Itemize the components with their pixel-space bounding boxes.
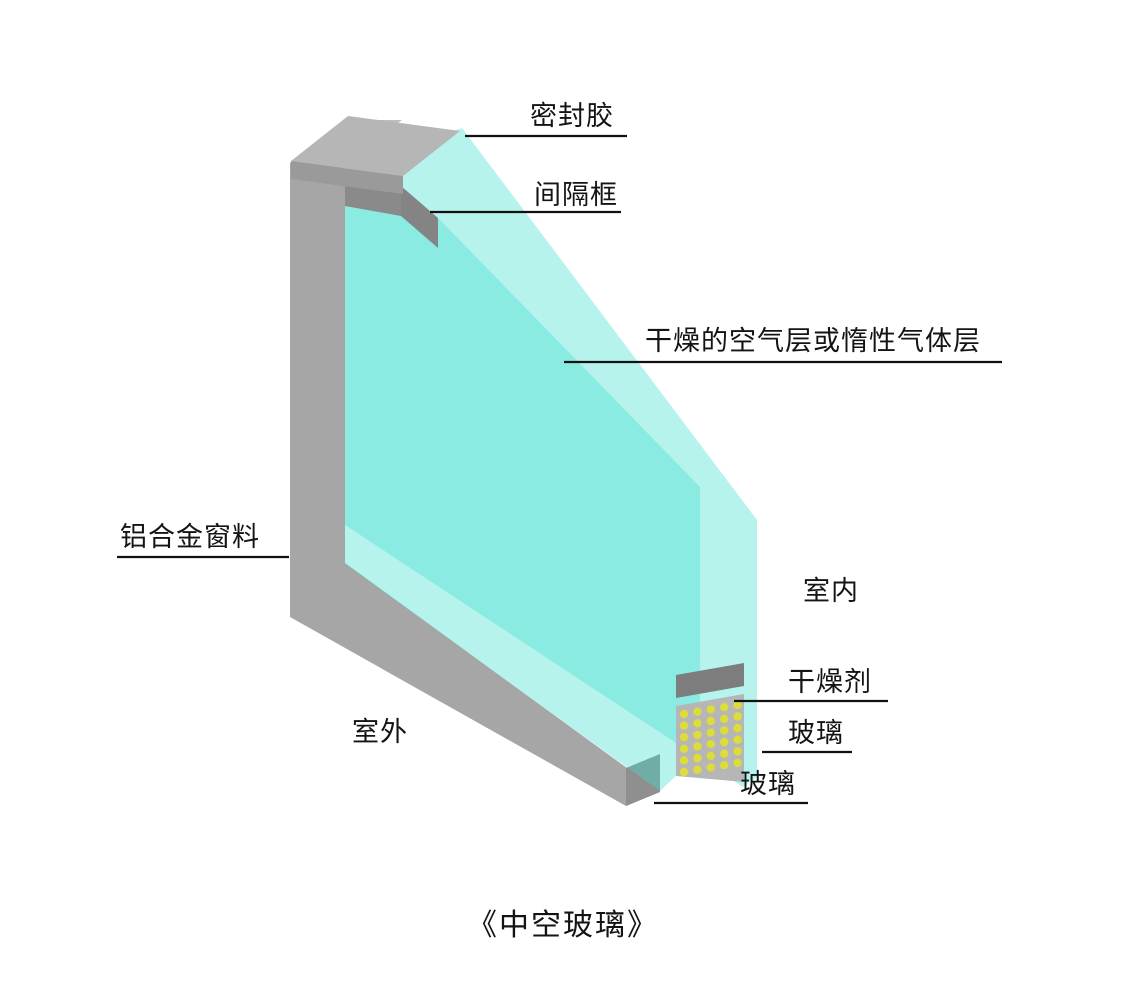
desiccant-dot <box>706 716 715 726</box>
frame-bottom-rail-face <box>290 563 660 806</box>
label-outdoor: 室外 <box>352 717 408 747</box>
label-sealant: 密封胶 <box>530 101 614 131</box>
spacer-corner-icon <box>401 186 438 248</box>
desiccant-dot <box>706 763 715 772</box>
glass-pane-inner <box>345 128 757 787</box>
desiccant-dot <box>706 728 715 737</box>
frame-rail-end-face <box>626 754 660 806</box>
desiccant-dot <box>679 721 689 730</box>
desiccant-dot <box>693 742 702 751</box>
desiccant-dot <box>720 726 729 735</box>
desiccant-dot <box>706 705 715 714</box>
desiccant-dot <box>693 730 702 740</box>
label-aluminum-frame: 铝合金窗料 <box>120 522 260 552</box>
glass-pane-outer <box>345 176 700 791</box>
desiccant-dot <box>679 709 689 719</box>
diagram-title: 《中空玻璃》 <box>467 909 659 942</box>
desiccant-dot <box>693 753 702 763</box>
desiccant-dot <box>733 723 742 733</box>
sealant-cap-front-face <box>291 161 403 194</box>
desiccant-dot <box>733 712 742 721</box>
desiccant-dot <box>720 761 729 770</box>
desiccant-dot <box>679 756 689 765</box>
desiccant-dot <box>693 765 702 774</box>
desiccant-dot <box>720 749 729 758</box>
label-desiccant: 干燥剂 <box>788 667 872 697</box>
desiccant-dot <box>720 703 729 712</box>
spacer-section-cap <box>676 663 744 698</box>
sealant-cap-top-face <box>291 116 460 176</box>
desiccant-dot <box>679 767 689 777</box>
desiccant-dot <box>706 740 715 749</box>
desiccant-dot <box>679 744 689 753</box>
desiccant-dot <box>733 735 742 744</box>
desiccant-dot <box>733 700 742 710</box>
desiccant-dot <box>720 714 729 723</box>
label-glass-outer: 玻璃 <box>740 769 796 799</box>
desiccant-dot <box>706 751 715 760</box>
desiccant-dot <box>733 747 742 756</box>
desiccant-dot <box>693 707 702 716</box>
label-air-layer: 干燥的空气层或惰性气体层 <box>645 326 981 356</box>
desiccant-dot <box>733 758 742 768</box>
desiccant-dots-icon <box>679 700 742 777</box>
desiccant-dot <box>693 719 702 728</box>
label-glass-inner: 玻璃 <box>788 718 844 748</box>
frame-vertical-front-face <box>290 163 345 617</box>
label-indoor: 室内 <box>803 576 859 606</box>
desiccant-dot <box>679 733 689 742</box>
desiccant-dot <box>720 737 729 747</box>
label-spacer: 间隔框 <box>534 180 618 210</box>
